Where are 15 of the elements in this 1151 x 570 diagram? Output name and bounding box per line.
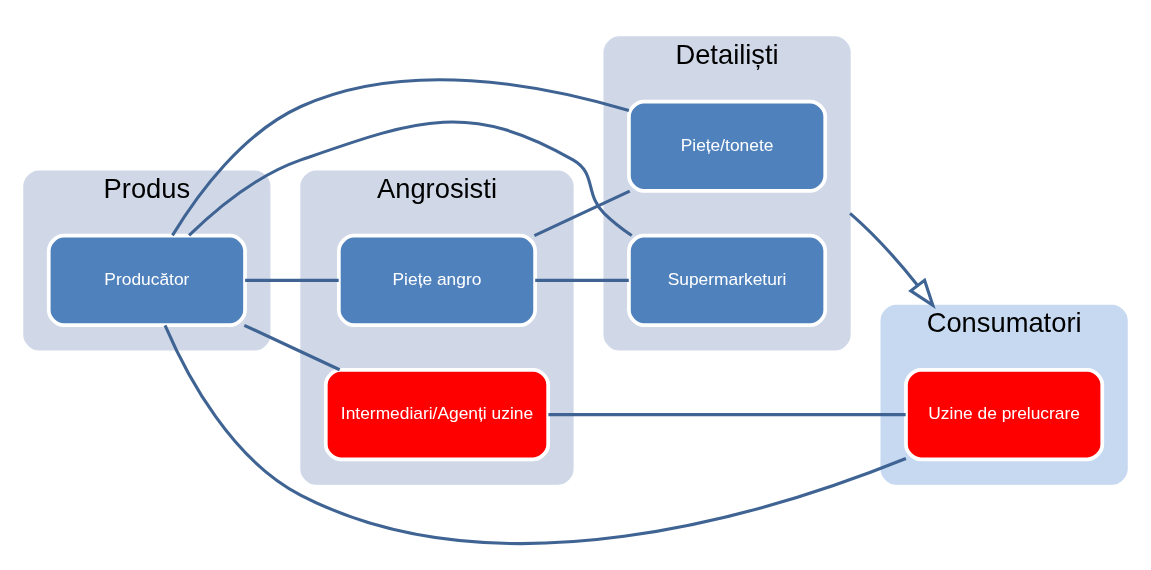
node-box: Producător xyxy=(46,233,247,327)
node-box: Piețe/tonete xyxy=(627,99,828,193)
node-box: Supermarketuri xyxy=(627,233,828,327)
connector xyxy=(535,278,629,282)
connector xyxy=(548,412,906,416)
node-box: Intermediari/Agenți uzine xyxy=(323,367,551,461)
arrow xyxy=(849,211,936,309)
connector xyxy=(171,77,630,236)
connector xyxy=(163,324,907,545)
node-box: Uzine de prelucrare xyxy=(904,367,1105,461)
connector xyxy=(245,278,339,282)
connector xyxy=(533,189,631,237)
connector xyxy=(188,120,633,237)
connector xyxy=(243,323,341,371)
node-box: Piețe angro xyxy=(336,233,537,327)
